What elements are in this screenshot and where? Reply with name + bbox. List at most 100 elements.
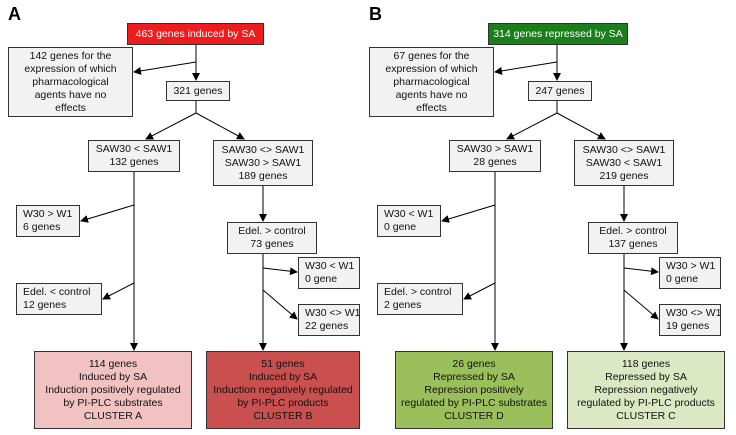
panel-b-side2-line: Edel. > control [384, 286, 452, 298]
panel-b-right-branch-line: 219 genes [599, 169, 649, 182]
panel-b-cluster-c-box: 118 genes Repressed by SA Repression neg… [567, 351, 725, 429]
panel-b-left-branch-line: SAW30 > SAW1 [456, 143, 534, 155]
arrow-to-sub2 [623, 289, 659, 320]
arrow-to-side2 [102, 282, 135, 300]
panel-a-excluded-line: agents have no [34, 88, 107, 101]
panel-b-right-branch-line: SAW30 < SAW1 [585, 156, 663, 169]
panel-b-sub1-line: 0 gene [666, 273, 699, 285]
cluster-d-line: CLUSTER D [444, 409, 504, 422]
panel-a-sub2-box: W30 <> W1 22 genes [298, 304, 360, 336]
panel-a-left-branch-line: SAW30 < SAW1 [95, 143, 173, 155]
panel-a-right-branch-line: 189 genes [238, 169, 288, 182]
cluster-b-line: by PI-PLC products [237, 396, 329, 409]
panel-a-sub1-line: 0 gene [305, 273, 338, 285]
arrow-to-right-branch [195, 112, 245, 140]
panel-b-excluded-box: 67 genes for the expression of which pha… [369, 47, 494, 117]
panel-a-top-text: 463 genes induced by SA [135, 27, 256, 40]
panel-a-label: A [8, 4, 21, 24]
cluster-a-line: CLUSTER A [83, 409, 143, 422]
panel-a-sub2-line: W30 <> W1 [305, 307, 361, 319]
panel-b-side1-box: W30 < W1 0 gene [377, 205, 441, 237]
arrow-to-sub2 [262, 289, 298, 320]
panel-a-excluded-line: effects [55, 101, 86, 114]
cluster-b-line: Induction negatively regulated [213, 383, 353, 396]
panel-a-side1-line: W30 > W1 [23, 208, 73, 220]
cluster-b-line: Induced by SA [248, 370, 318, 383]
arrow-to-excluded [133, 61, 197, 75]
panel-b-side2-line: 2 genes [384, 299, 422, 311]
arrow-to-side1 [80, 204, 135, 223]
cluster-d-line: Repressed by SA [433, 370, 515, 383]
panel-b-side2-box: Edel. > control 2 genes [377, 283, 463, 315]
panel-a-side2-line: Edel. < control [23, 286, 91, 298]
arrow-to-sub1 [262, 267, 298, 276]
panel-a-edel-box: Edel. > control 73 genes [227, 222, 317, 254]
panel-b-sub1-box: W30 > W1 0 gene [659, 257, 721, 289]
panel-b-excluded-line: pharmacological [393, 75, 470, 88]
arrow-to-left-branch [506, 112, 558, 140]
panel-a-edel-line: 73 genes [250, 238, 294, 250]
arrow-to-sub1 [623, 267, 659, 276]
panel-a-excluded-box: 142 genes for the expression of which ph… [8, 47, 133, 117]
panel-a-right-branch-line: SAW30 > SAW1 [224, 156, 302, 169]
panel-a-sub1-line: W30 < W1 [305, 260, 355, 272]
cluster-c-line: CLUSTER C [616, 409, 676, 422]
cluster-c-line: regulated by PI-PLC products [577, 396, 715, 409]
panel-b-cluster-d-box: 26 genes Repressed by SA Repression posi… [395, 351, 553, 429]
panel-b-top-text: 314 genes repressed by SA [493, 27, 623, 40]
panel-a-cluster-b-box: 51 genes Induced by SA Induction negativ… [206, 351, 360, 429]
cluster-c-line: 118 genes [621, 357, 671, 370]
panel-b-top-box: 314 genes repressed by SA [488, 23, 628, 45]
cluster-a-line: by PI-PLC substrates [63, 396, 163, 409]
panel-a-side2-box: Edel. < control 12 genes [16, 283, 102, 315]
cluster-d-line: 26 genes [452, 357, 496, 370]
panel-a-cluster-a-box: 114 genes Induced by SA Induction positi… [34, 351, 192, 429]
cluster-d-line: Repression positively [424, 383, 524, 396]
panel-a-excluded-line: 142 genes for the [29, 49, 112, 62]
panel-a-excluded-line: expression of which [24, 62, 117, 75]
panel-a-mid-text: 321 genes [173, 84, 223, 97]
panel-a-right-branch-line: SAW30 <> SAW1 [221, 143, 305, 156]
arrow-to-right-branch [556, 112, 606, 140]
cluster-a-line: Induced by SA [78, 370, 148, 383]
panel-a-right-branch-box: SAW30 <> SAW1 SAW30 > SAW1 189 genes [213, 140, 313, 186]
panel-a-excluded-line: pharmacological [32, 75, 109, 88]
panel-b-edel-box: Edel. > control 137 genes [588, 222, 678, 254]
panel-a-left-branch-line: 132 genes [109, 156, 159, 168]
panel-b-sub2-box: W30 <> W1 19 genes [659, 304, 721, 336]
panel-b-excluded-line: 67 genes for the [393, 49, 470, 62]
panel-a-sub2-line: 22 genes [305, 320, 349, 332]
panel-b-excluded-line: effects [416, 101, 447, 114]
panel-b-mid-text: 247 genes [535, 84, 585, 97]
cluster-c-line: Repression negatively [594, 383, 698, 396]
panel-b-excluded-line: agents have no [395, 88, 468, 101]
panel-a-edel-line: Edel. > control [238, 225, 306, 237]
arrow-to-side2 [463, 282, 496, 300]
cluster-b-line: 51 genes [261, 357, 305, 370]
cluster-a-line: Induction positively regulated [45, 383, 181, 396]
panel-a-mid-box: 321 genes [166, 81, 230, 101]
panel-b-label: B [369, 4, 382, 24]
panel-a-side1-box: W30 > W1 6 genes [16, 205, 80, 237]
panel-b-side1-line: W30 < W1 [384, 208, 434, 220]
panel-b-right-branch-line: SAW30 <> SAW1 [582, 143, 666, 156]
cluster-a-line: 114 genes [88, 357, 138, 370]
panel-a-side1-line: 6 genes [23, 221, 61, 233]
panel-b-right-branch-box: SAW30 <> SAW1 SAW30 < SAW1 219 genes [574, 140, 674, 186]
cluster-b-line: CLUSTER B [253, 409, 313, 422]
cluster-d-line: regulated by PI-PLC substrates [401, 396, 547, 409]
panel-a-sub1-box: W30 < W1 0 gene [298, 257, 360, 289]
panel-b-sub2-line: W30 <> W1 [666, 307, 722, 319]
arrow-to-side1 [441, 204, 496, 223]
panel-b-edel-line: Edel. > control [599, 225, 667, 237]
cluster-c-line: Repressed by SA [605, 370, 687, 383]
panel-b-sub1-line: W30 > W1 [666, 260, 716, 272]
panel-b-mid-box: 247 genes [528, 81, 592, 101]
arrow-to-left-branch [145, 112, 197, 140]
panel-b-edel-line: 137 genes [608, 238, 658, 250]
panel-b-side1-line: 0 gene [384, 221, 417, 233]
panel-b-excluded-line: expression of which [385, 62, 478, 75]
arrow-to-excluded [494, 61, 558, 75]
